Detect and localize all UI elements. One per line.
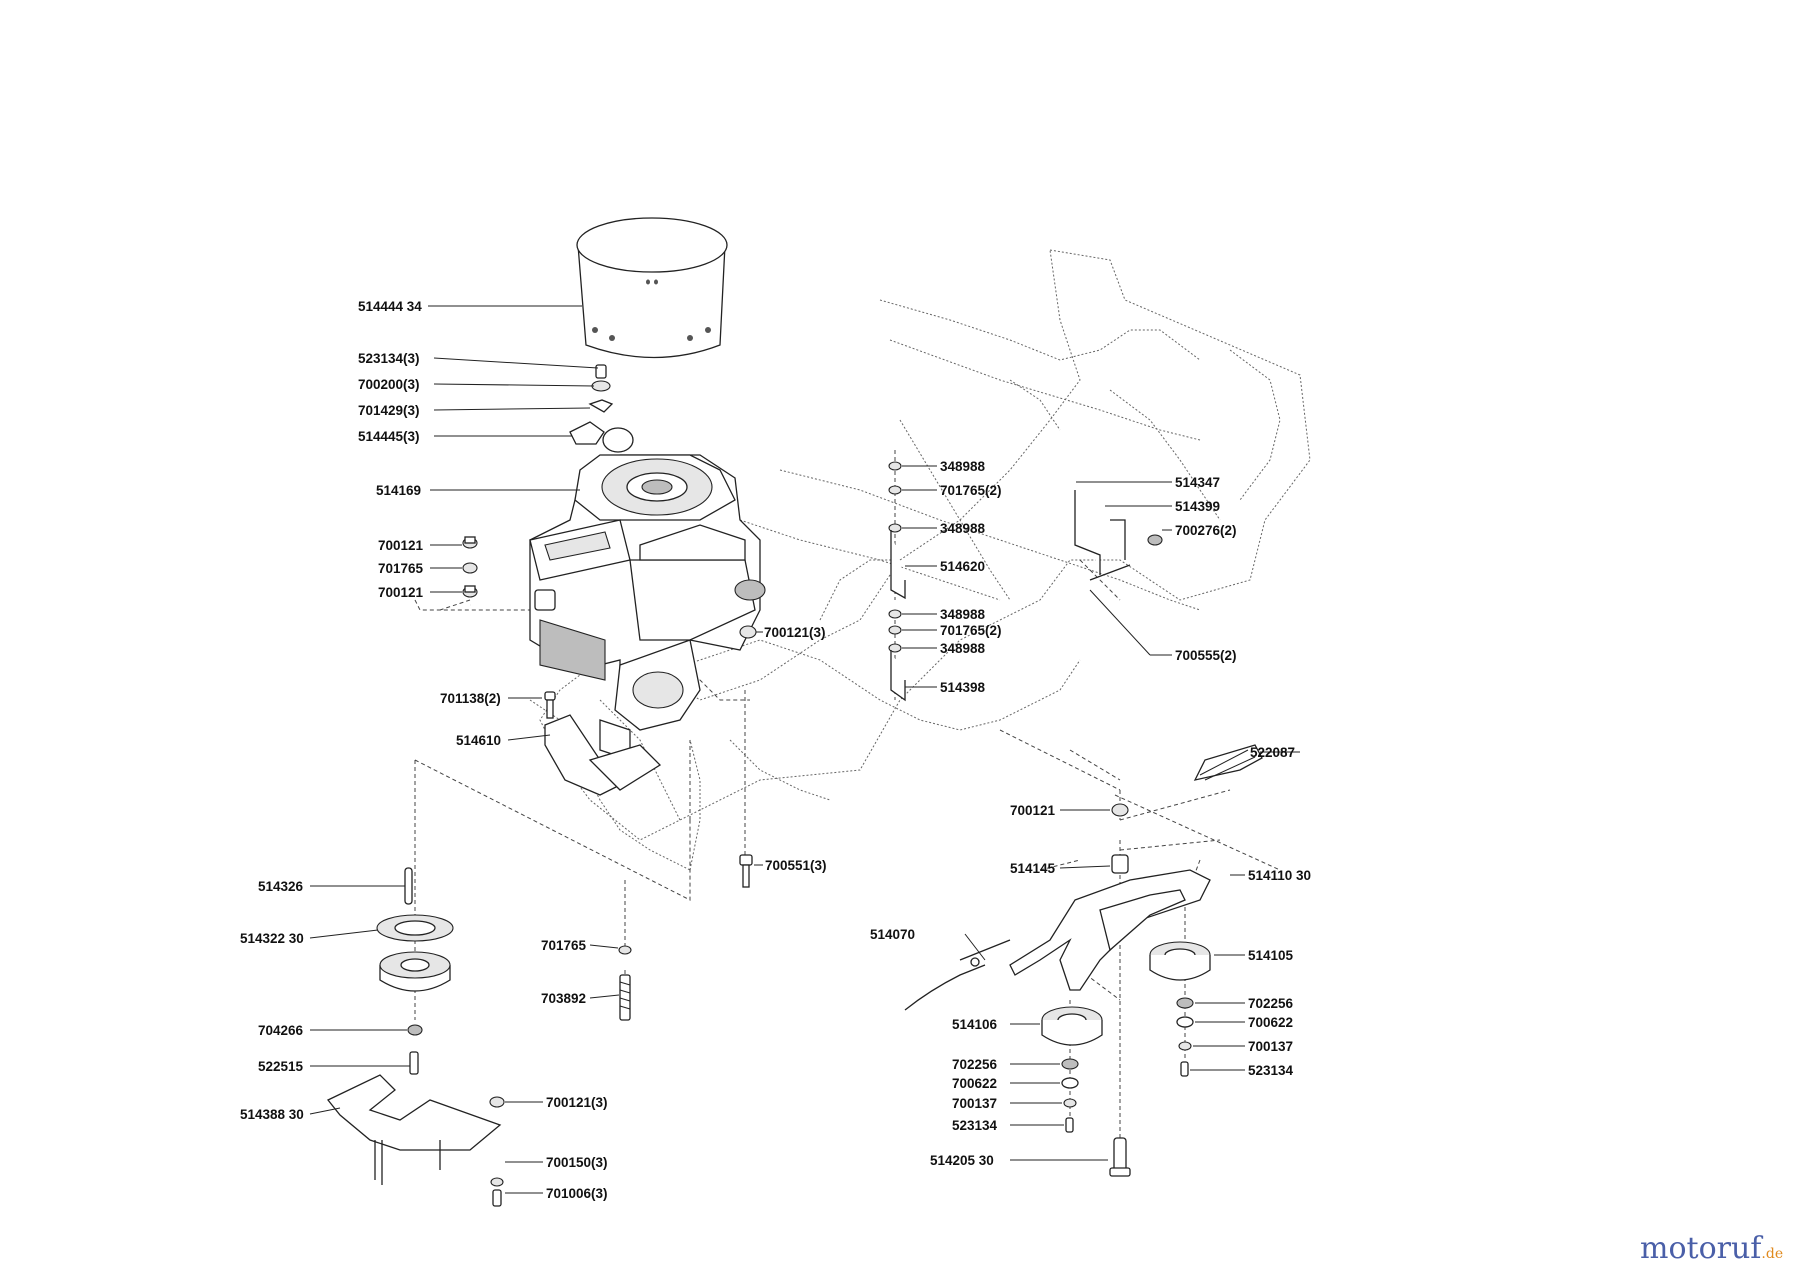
label-514445-3: 514445(3) xyxy=(358,429,420,444)
watermark-brand: motoruf xyxy=(1640,1231,1763,1266)
label-701765-2b: 701765(2) xyxy=(940,623,1002,638)
washer-bolt-center xyxy=(618,945,632,1021)
label-514105: 514105 xyxy=(1248,948,1294,963)
engine-right-nut xyxy=(739,625,757,639)
center-column-washers xyxy=(888,461,906,702)
label-348988-c: 348988 xyxy=(940,607,986,622)
label-522515: 522515 xyxy=(258,1059,304,1074)
right-idler-group xyxy=(1009,744,1263,1177)
label-700276-2: 700276(2) xyxy=(1175,523,1237,538)
site-watermark: motoruf.de xyxy=(1640,1231,1783,1266)
label-514106: 514106 xyxy=(952,1017,998,1032)
label-348988-a: 348988 xyxy=(940,459,986,474)
part-number-labels: 514444 34 523134(3) 700200(3) 701429(3) … xyxy=(240,299,1311,1201)
bracket-514610 xyxy=(544,714,662,796)
label-700121-b: 700121 xyxy=(378,585,424,600)
label-703892: 703892 xyxy=(541,991,586,1006)
label-700200-3: 700200(3) xyxy=(358,377,420,392)
watermark-logo: motoruf.de xyxy=(1640,1231,1783,1266)
cable-514070 xyxy=(904,939,1011,1011)
label-700555-2: 700555(2) xyxy=(1175,648,1237,663)
bolt-701138 xyxy=(544,691,556,719)
bolt-700551 xyxy=(739,854,753,888)
label-348988-b: 348988 xyxy=(940,521,986,536)
label-700551-3: 700551(3) xyxy=(765,858,827,873)
label-700121-3b: 700121(3) xyxy=(546,1095,608,1110)
label-514610: 514610 xyxy=(456,733,501,748)
label-704266: 704266 xyxy=(258,1023,304,1038)
label-701006-3: 701006(3) xyxy=(546,1186,608,1201)
label-514398: 514398 xyxy=(940,680,986,695)
left-pulley-group xyxy=(376,867,454,1075)
label-700137-b: 700137 xyxy=(952,1096,997,1111)
control-rods xyxy=(1074,490,1163,581)
label-514388: 514388 30 xyxy=(240,1107,304,1122)
engine-left-fasteners xyxy=(462,536,478,598)
label-348988-d: 348988 xyxy=(940,641,986,656)
label-700121-c: 700121 xyxy=(1010,803,1056,818)
label-700150-3: 700150(3) xyxy=(546,1155,608,1170)
label-700137-a: 700137 xyxy=(1248,1039,1293,1054)
label-523134-b: 523134 xyxy=(952,1118,998,1133)
air-cleaner-cover xyxy=(576,217,728,359)
label-522087: 522087 xyxy=(1250,745,1295,760)
cover-fasteners xyxy=(569,364,634,453)
label-700622-b: 700622 xyxy=(952,1076,997,1091)
label-514326: 514326 xyxy=(258,879,304,894)
label-514399: 514399 xyxy=(1175,499,1220,514)
label-514322: 514322 30 xyxy=(240,931,304,946)
label-700121-3a: 700121(3) xyxy=(764,625,826,640)
label-702256-a: 702256 xyxy=(1248,996,1294,1011)
label-523134-a: 523134 xyxy=(1248,1063,1294,1078)
label-514070: 514070 xyxy=(870,927,915,942)
label-514205: 514205 30 xyxy=(930,1153,994,1168)
label-701765-2a: 701765(2) xyxy=(940,483,1002,498)
watermark-suffix: .de xyxy=(1761,1246,1783,1262)
engine xyxy=(529,454,766,761)
label-701765-a: 701765 xyxy=(378,561,424,576)
bracket-514388 xyxy=(326,1074,502,1185)
label-523134-3: 523134(3) xyxy=(358,351,420,366)
label-702256-b: 702256 xyxy=(952,1057,998,1072)
label-514444: 514444 34 xyxy=(358,299,422,314)
lower-left-fasteners xyxy=(489,1096,505,1207)
label-514347: 514347 xyxy=(1175,475,1220,490)
label-701429-3: 701429(3) xyxy=(358,403,420,418)
label-700622-a: 700622 xyxy=(1248,1015,1293,1030)
label-514145: 514145 xyxy=(1010,861,1056,876)
leader-lines xyxy=(309,305,1300,1194)
label-701765-b: 701765 xyxy=(541,938,587,953)
label-701138-2: 701138(2) xyxy=(440,691,501,706)
label-514110: 514110 30 xyxy=(1248,868,1311,883)
label-700121-a: 700121 xyxy=(378,538,424,553)
label-514169: 514169 xyxy=(376,483,421,498)
label-514620: 514620 xyxy=(940,559,985,574)
